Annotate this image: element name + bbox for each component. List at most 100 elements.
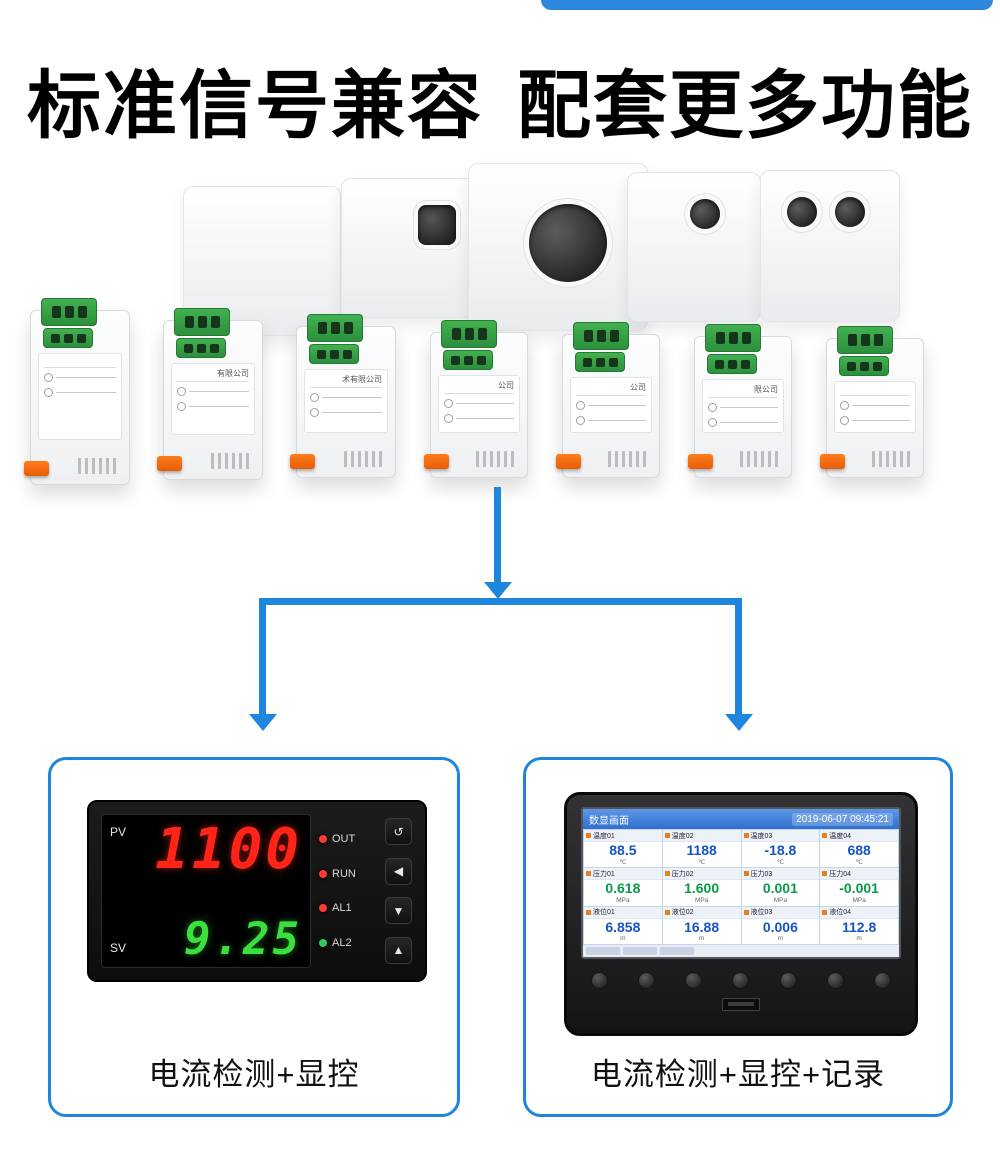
- recorder-screen: 数显画面 2019-06-07 09:45:21 温度01 88.5 ℃ 温度0…: [581, 807, 901, 959]
- channel-name: 液位03: [750, 909, 773, 917]
- terminal-slot: [728, 332, 738, 344]
- terminal-block: [837, 326, 893, 354]
- caption-left: 电流检测+显控: [148, 1057, 360, 1092]
- terminal-slot: [740, 359, 750, 369]
- channel-name: 温度04: [829, 832, 852, 840]
- recorder-key: [779, 972, 797, 989]
- channel-header: 压力02: [662, 868, 741, 881]
- channel-icon: [586, 833, 591, 838]
- din-clip: [157, 456, 182, 471]
- led-dot: [319, 904, 327, 913]
- terminal-slot: [476, 355, 486, 365]
- channel-icon: [664, 833, 670, 838]
- channel-unit: MPa: [773, 896, 788, 904]
- channel-cell: 温度02 1188 ℃: [662, 830, 741, 868]
- wiring-diagram: [576, 401, 646, 425]
- flow-arrow-left-head: [249, 714, 277, 731]
- led-dot: [319, 938, 327, 947]
- indicator-al2: AL2: [319, 937, 377, 949]
- terminal-slot: [859, 361, 869, 371]
- module-body: 限公司: [688, 324, 792, 478]
- wiring-diagram: [840, 401, 910, 425]
- din-module: 有限公司: [157, 308, 263, 480]
- terminal-slot: [184, 316, 194, 328]
- module-label: 公司: [438, 375, 520, 433]
- channel-value: 88.5: [609, 842, 637, 859]
- screen-timestamp: 2019-06-07 09:45:21: [792, 812, 893, 826]
- channel-header: 温度01: [584, 830, 662, 842]
- vent-slots: [344, 451, 386, 467]
- channel-name: 压力01: [593, 870, 615, 878]
- sensor-hole: [787, 197, 817, 227]
- channel-icon: [664, 871, 670, 877]
- caption-right: 电流检测+显控+记录: [590, 1057, 886, 1092]
- din-module: [24, 298, 130, 485]
- channel-grid: 温度01 88.5 ℃ 温度02 1188 ℃ 温度03 -18.8 ℃: [583, 829, 899, 945]
- terminal-slot: [596, 330, 606, 342]
- vent-slots: [740, 451, 782, 467]
- channel-header: 压力03: [741, 868, 820, 881]
- channel-cell: 温度04 688 ℃: [820, 830, 898, 868]
- usb-port: [722, 998, 760, 1011]
- wiring-diagram: [310, 393, 382, 417]
- page-title-left: 标准信号兼容: [27, 64, 483, 147]
- terminal-block: [573, 322, 629, 350]
- module-label: 公司: [570, 377, 652, 433]
- terminal-slot: [197, 316, 207, 328]
- terminal-slot: [450, 355, 460, 365]
- terminal-block: [575, 352, 625, 372]
- module-body: 术有限公司: [290, 314, 396, 478]
- top-tab-decoration: [541, 0, 993, 10]
- recorder-key: [638, 972, 656, 989]
- terminal-slot: [595, 357, 605, 367]
- channel-icon: [822, 833, 828, 838]
- terminal-block: [174, 308, 230, 336]
- channel-name: 温度02: [671, 832, 694, 840]
- wiring-diagram: [444, 399, 514, 423]
- terminal-slot: [608, 357, 618, 367]
- module-label: [38, 353, 122, 440]
- terminal-slot: [582, 357, 592, 367]
- terminal-slot: [464, 328, 474, 340]
- din-module: 公司: [424, 320, 528, 478]
- terminal-slot: [609, 330, 619, 342]
- vent-slots: [78, 458, 120, 474]
- flow-arrow-right-stem: [735, 598, 742, 716]
- channel-unit: m: [856, 934, 862, 942]
- channel-icon: [822, 909, 828, 915]
- footer-segment: [660, 947, 694, 955]
- terminal-slot: [477, 328, 487, 340]
- module-body: [820, 326, 924, 478]
- sensor-box: [341, 178, 493, 318]
- channel-unit: MPa: [852, 896, 866, 904]
- terminal-block: [309, 344, 359, 364]
- loop-key-icon: ↺: [385, 818, 412, 845]
- terminal-slot: [860, 334, 870, 346]
- sensor-box: [627, 172, 761, 322]
- indicator-al1: AL1: [319, 902, 377, 914]
- din-module: 限公司: [688, 324, 792, 478]
- channel-unit: ℃: [619, 859, 627, 867]
- terminal-slot: [873, 334, 883, 346]
- meter-indicators: OUT RUN AL1 AL2: [317, 814, 379, 968]
- terminal-slot: [76, 333, 86, 343]
- terminal-block: [443, 350, 493, 370]
- channel-cell: 压力04 -0.001 MPa: [820, 868, 898, 906]
- terminal-slot: [209, 343, 219, 353]
- up-key-icon: ▲: [385, 936, 412, 964]
- sensor-hole: [835, 197, 865, 227]
- channel-cell: 压力02 1.600 MPa: [662, 868, 741, 906]
- module-label-text: [840, 386, 910, 396]
- wiring-diagram: [177, 387, 249, 411]
- terminal-slot: [210, 316, 220, 328]
- channel-icon: [743, 909, 749, 915]
- terminal-block: [43, 328, 93, 348]
- channel-unit: ℃: [776, 859, 785, 867]
- din-module: [820, 326, 924, 478]
- recorder-key: [826, 972, 844, 989]
- sensor-box: [468, 163, 648, 331]
- screen-titlebar: 数显画面 2019-06-07 09:45:21: [583, 809, 899, 829]
- channel-unit: ℃: [697, 859, 706, 867]
- sensor-hole: [690, 199, 720, 229]
